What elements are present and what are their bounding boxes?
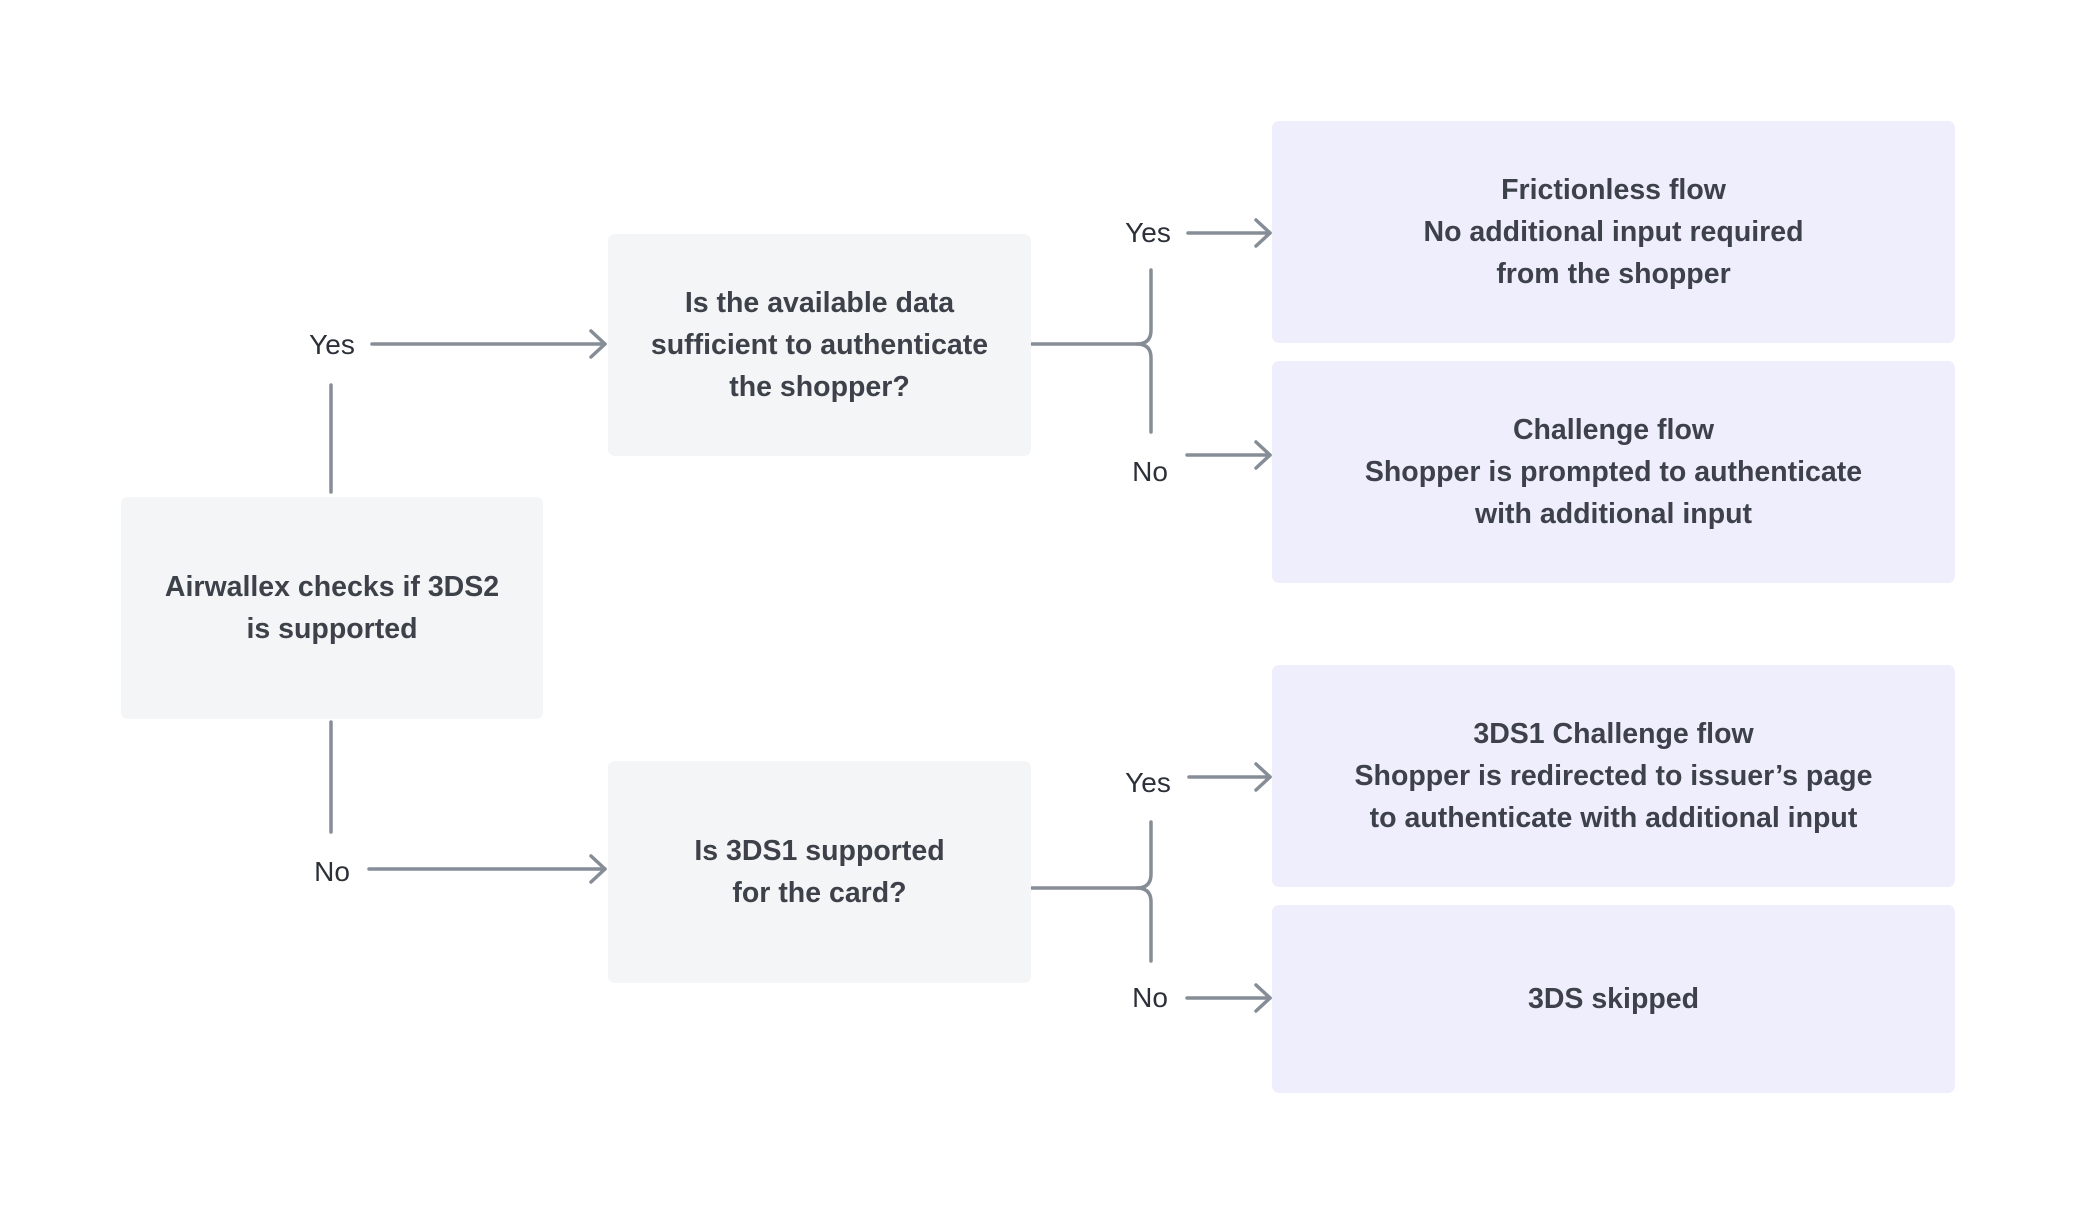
arrow-start-yes-head (589, 329, 607, 359)
label-data-yes: Yes (1125, 217, 1171, 248)
label-start-no: No (314, 856, 350, 887)
node-3ds1-challenge-flow: 3DS1 Challenge flow Shopper is redirecte… (1272, 665, 1955, 887)
node-data-line-3: the shopper? (729, 371, 910, 403)
node-3ds1-challenge-line-1: 3DS1 Challenge flow (1473, 718, 1754, 750)
brace-data (1135, 268, 1153, 434)
node-challenge-line-2: Shopper is prompted to authenticate (1364, 456, 1863, 488)
node-3ds1-challenge-line-3: to authenticate with additional input (1369, 802, 1858, 834)
node-frictionless-line-3: from the shopper (1496, 258, 1731, 290)
arrow-data-yes-head (1254, 218, 1272, 248)
label-data-no: No (1132, 456, 1168, 487)
node-data-sufficient: Is the available data sufficient to auth… (608, 234, 1031, 456)
node-frictionless-line-1: Frictionless flow (1501, 174, 1726, 206)
arrow-3ds1-no-head (1254, 983, 1272, 1013)
arrow-start-no-head (589, 854, 607, 884)
label-start-yes: Yes (309, 329, 355, 360)
node-challenge-flow: Challenge flow Shopper is prompted to au… (1272, 361, 1955, 583)
node-3ds1-challenge-line-2: Shopper is redirected to issuer’s page (1354, 760, 1873, 792)
node-3ds-skipped: 3DS skipped (1272, 905, 1955, 1093)
node-start: Airwallex checks if 3DS2 is supported (121, 497, 543, 719)
node-challenge-line-1: Challenge flow (1512, 414, 1715, 446)
node-3ds1-line-2: for the card? (732, 877, 907, 909)
arrow-3ds1-yes-head (1254, 762, 1272, 792)
node-frictionless-line-2: No additional input required (1423, 216, 1804, 248)
node-data-line-1: Is the available data (684, 287, 955, 319)
node-3ds1-line-1: Is 3DS1 supported (694, 835, 945, 867)
node-start-line-1: Airwallex checks if 3DS2 (164, 571, 500, 603)
arrow-data-no-head (1254, 440, 1272, 470)
node-challenge-line-3: with additional input (1474, 498, 1753, 530)
node-start-line-2: is supported (246, 613, 418, 645)
node-skipped-line-1: 3DS skipped (1527, 983, 1700, 1015)
node-data-line-2: sufficient to authenticate (650, 329, 989, 361)
label-3ds1-yes: Yes (1125, 767, 1171, 798)
brace-3ds1 (1135, 820, 1153, 963)
label-3ds1-no: No (1132, 982, 1168, 1013)
node-frictionless-flow: Frictionless flow No additional input re… (1272, 121, 1955, 343)
node-3ds1-supported: Is 3DS1 supported for the card? (608, 761, 1031, 983)
